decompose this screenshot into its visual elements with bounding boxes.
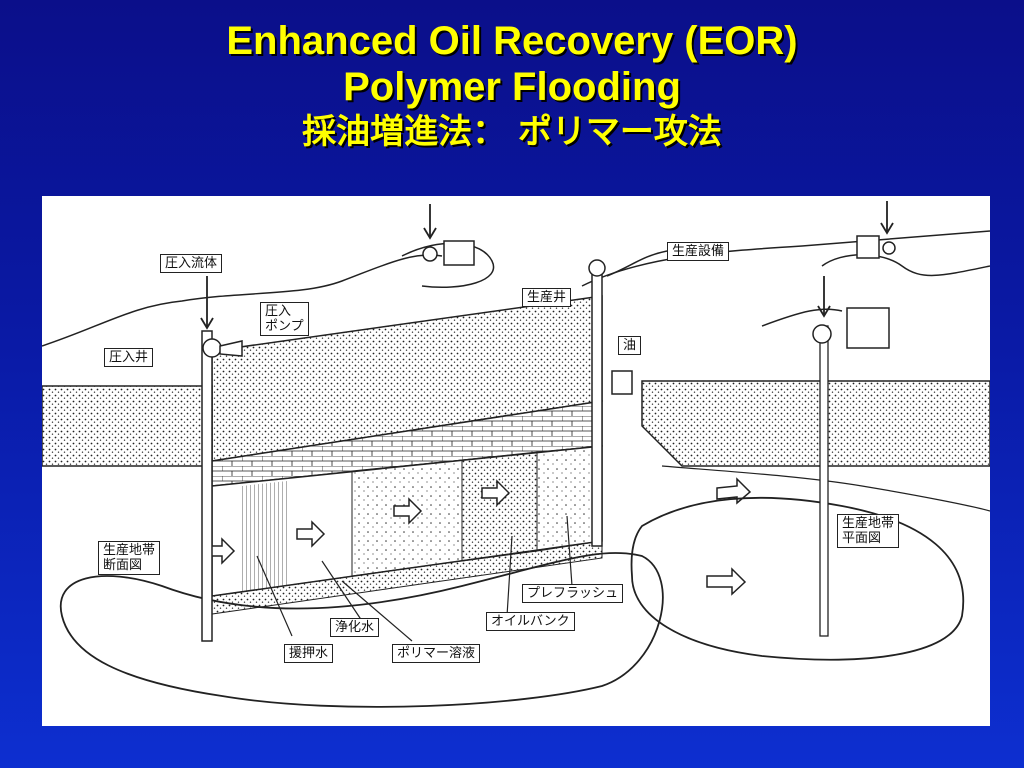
- polymer-flooding-diagram: 圧入流体 圧入 ポンプ 圧入井 生産設備 生産井 油 生産地帯 断面図 生産地帯…: [42, 196, 990, 726]
- label-oil-bank: オイルバンク: [486, 612, 575, 631]
- label-layer-plan: 生産地帯 平面図: [837, 514, 900, 548]
- label-polymer-solution: ポリマー溶液: [392, 644, 481, 663]
- label-drive-water: 援押水: [284, 644, 334, 663]
- label-preflush: プレフラッシュ: [522, 584, 624, 603]
- label-injection-pump: 圧入 ポンプ: [260, 302, 309, 336]
- label-oil: 油: [618, 336, 642, 355]
- label-layer-section: 生産地帯 断面図: [98, 541, 161, 575]
- label-injection-fluid: 圧入流体: [160, 254, 223, 273]
- label-production-facility: 生産設備: [667, 242, 730, 261]
- title-line-3: 採油増進法： ポリマー攻法: [302, 112, 722, 152]
- title-line-2: Polymer Flooding: [343, 65, 681, 109]
- label-purified-water: 浄化水: [330, 618, 380, 637]
- label-injection-well: 圧入井: [104, 348, 154, 367]
- diagram-drawing: [42, 201, 990, 708]
- title-line-1: Enhanced Oil Recovery (EOR): [226, 19, 798, 63]
- label-production-well: 生産井: [522, 288, 572, 307]
- slide-title: Enhanced Oil Recovery (EOR) Polymer Floo…: [0, 18, 1024, 154]
